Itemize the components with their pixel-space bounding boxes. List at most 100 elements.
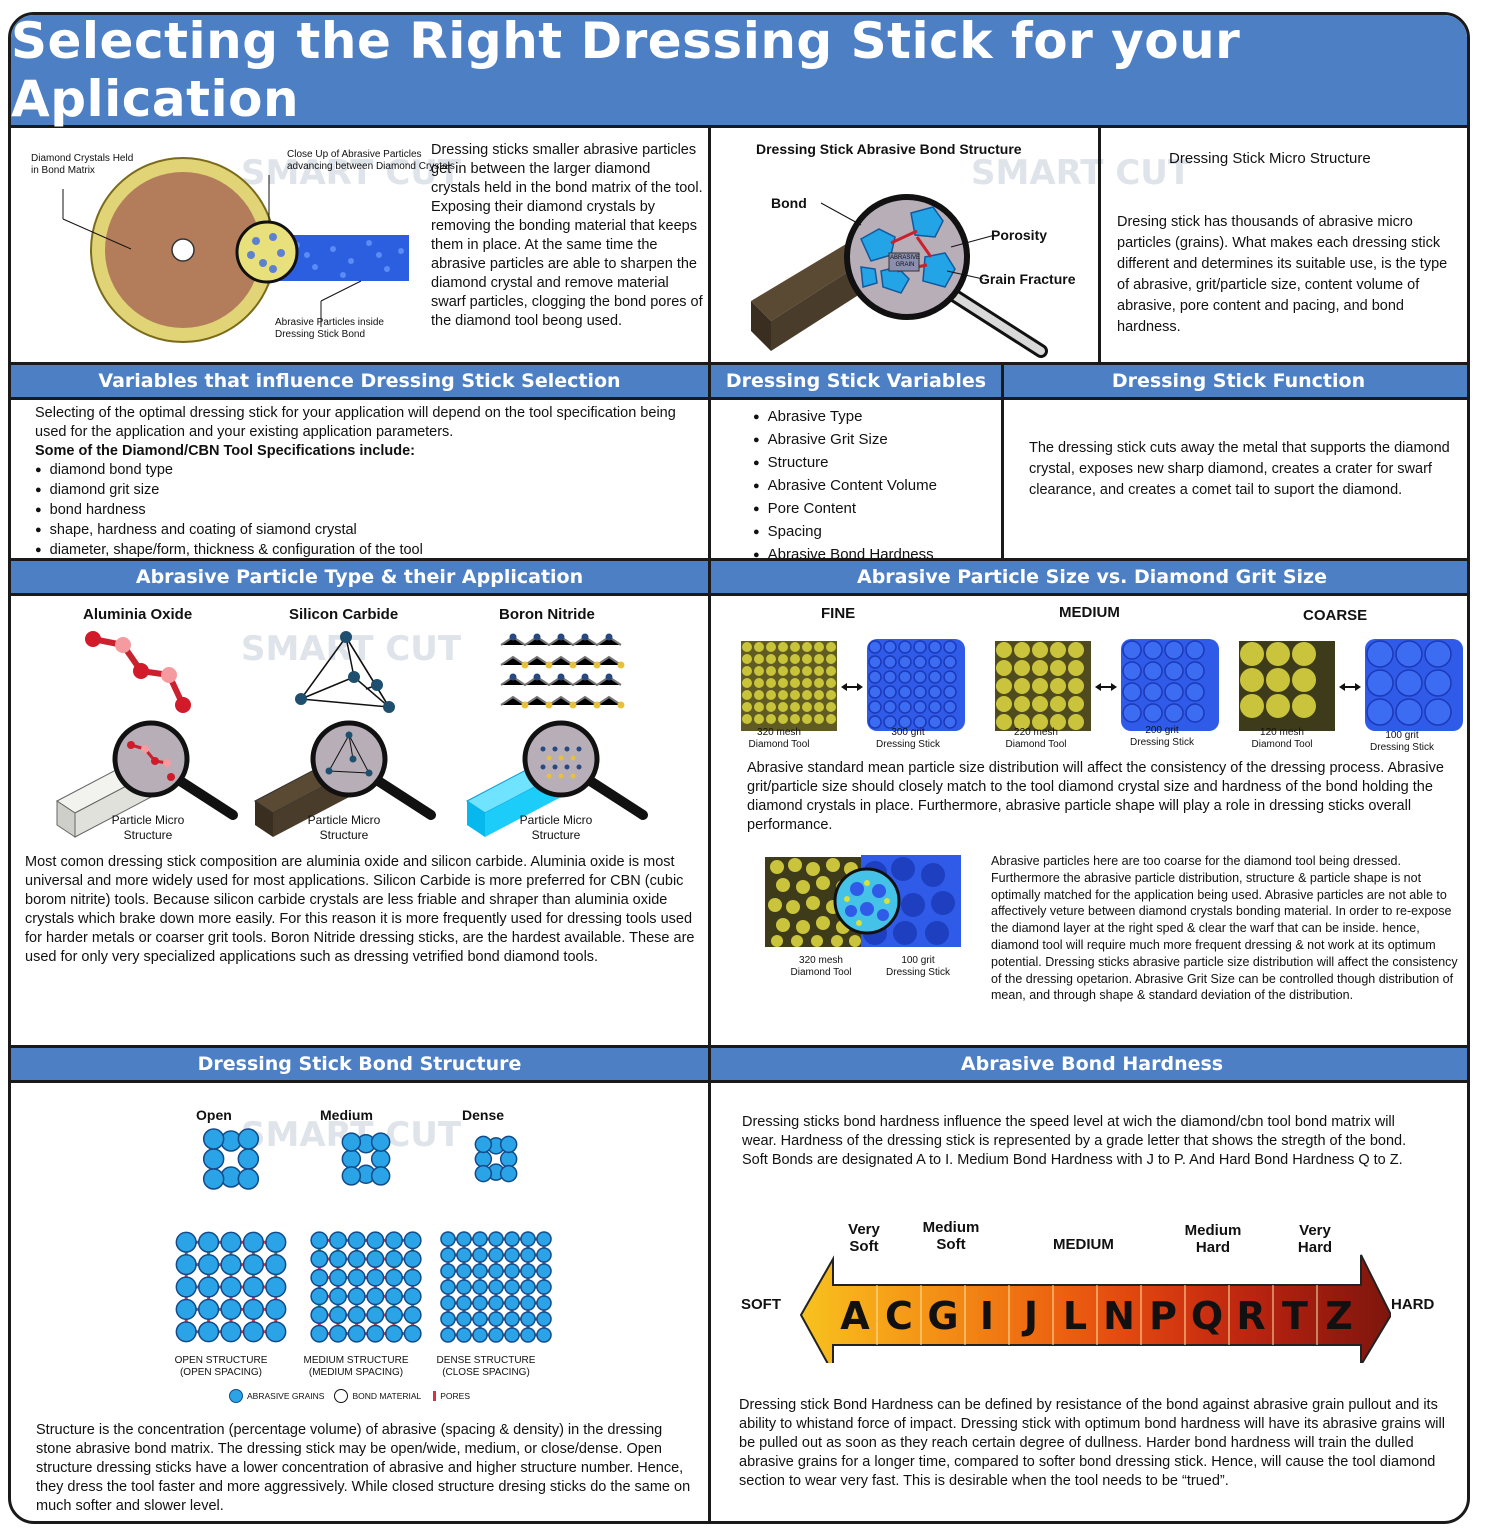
magnifier-diagram <box>751 194 1048 358</box>
grain <box>520 1327 536 1343</box>
grain <box>265 1298 287 1321</box>
list-item: Pore Content <box>753 498 993 521</box>
grain <box>536 1279 552 1295</box>
hardness-text-bottom: Dressing stick Bond Hardness can be defi… <box>739 1397 1445 1489</box>
tool-mesh: 120 mesh <box>1260 727 1304 738</box>
diamond-dot <box>826 714 836 724</box>
grain <box>403 1268 422 1287</box>
caption-main: MEDIUM STRUCTURE <box>303 1355 409 1366</box>
abrasive-dot <box>928 715 942 729</box>
watermark: SMART CUT <box>241 153 462 193</box>
diamond-dot <box>1292 694 1316 718</box>
caption-sub: (OPEN SPACING) <box>179 1367 263 1378</box>
diamond-dot <box>1050 714 1066 730</box>
grain <box>440 1311 456 1327</box>
tool-mesh: 320 mesh <box>799 955 843 966</box>
grain <box>474 1150 493 1168</box>
grain <box>220 1321 242 1343</box>
abrasive-dot <box>883 670 897 684</box>
abrasive-dot <box>1143 682 1163 702</box>
intro-text: Dressing sticks smaller abrasive particl… <box>431 142 703 329</box>
grain <box>403 1324 422 1343</box>
grain <box>175 1231 197 1253</box>
grain <box>456 1327 472 1343</box>
grain <box>474 1164 493 1183</box>
arrow-head <box>1355 683 1361 691</box>
abrasive-dot <box>1424 698 1452 726</box>
abrasive-dot <box>928 685 942 699</box>
diamond-dot <box>742 714 752 724</box>
abrasive-dot <box>1366 640 1394 668</box>
diamond-dot <box>802 642 812 652</box>
diamond-dot <box>996 714 1012 730</box>
grain <box>197 1231 220 1253</box>
grain <box>440 1247 456 1263</box>
abrasive-dot <box>1424 640 1452 668</box>
structure-label: Open <box>196 1107 232 1123</box>
structure-label: Medium <box>320 1107 373 1123</box>
diamond-dot <box>778 714 788 724</box>
pore-icon <box>433 1391 437 1401</box>
divider <box>1001 365 1004 560</box>
spec-list: diamond bond type diamond grit size bond… <box>35 461 695 561</box>
grain <box>237 1148 260 1170</box>
diamond-dot <box>802 678 812 688</box>
grain <box>310 1231 329 1250</box>
bond-hardness-header: Abrasive Bond Hardness <box>711 1048 1467 1080</box>
stick-function-header: Dressing Stick Function <box>1004 365 1467 397</box>
particle-type-header: Abrasive Particle Type & their Applicati… <box>11 561 708 593</box>
abrasive-dot <box>1395 698 1423 726</box>
diamond-dot <box>790 666 800 676</box>
stick-sub: Dressing Stick <box>876 739 940 750</box>
grain <box>329 1324 347 1343</box>
grain <box>370 1132 391 1152</box>
grain <box>520 1247 536 1263</box>
grade-letter: L <box>1063 1294 1087 1338</box>
structure-legend: ABRASIVE GRAINS BOND MATERIAL PORES <box>229 1389 470 1403</box>
grain <box>265 1276 287 1298</box>
variables-influence-header: Variables that influence Dressing Stick … <box>11 365 708 397</box>
diamond-dot <box>802 714 812 724</box>
abrasive-dot <box>913 670 927 684</box>
scale-label-2: Hard <box>1297 1239 1333 1256</box>
diamond-dot <box>802 690 812 700</box>
diamond-dot <box>754 714 764 724</box>
divider <box>1098 128 1101 365</box>
diamond-dot <box>1050 642 1066 658</box>
structure-sample-2 <box>440 1135 552 1343</box>
grain <box>341 1149 362 1169</box>
grain <box>536 1247 552 1263</box>
grain <box>329 1250 347 1268</box>
grain <box>310 1268 329 1287</box>
grain <box>237 1128 260 1150</box>
abrasive-dot <box>883 640 897 654</box>
label-abrasive-grain: ABRASIVE GRAIN <box>889 255 920 268</box>
grain <box>265 1253 287 1276</box>
bond-structure-title: Dressing Stick Abrasive Bond Structure <box>756 141 1022 157</box>
diamond-dot <box>996 660 1012 676</box>
grain <box>310 1287 329 1306</box>
diamond-dot <box>742 702 752 712</box>
grain <box>197 1321 220 1343</box>
abrasive-dot <box>943 655 957 669</box>
mismatch-text: Abrasive particles here are too coarse f… <box>991 854 1458 1003</box>
grain <box>385 1287 403 1306</box>
diamond-dot <box>996 678 1012 694</box>
grain <box>366 1306 385 1324</box>
grain <box>242 1321 265 1343</box>
diamond-dot <box>778 642 788 652</box>
diamond-dot <box>1266 694 1290 718</box>
grain <box>499 1164 518 1183</box>
abrasive-dot <box>1143 703 1163 723</box>
diamond-dot <box>802 654 812 664</box>
structure-caption: MEDIUM STRUCTURE(MEDIUM SPACING) <box>296 1355 416 1379</box>
diamond-dot <box>1050 696 1066 712</box>
grinding-wheel-diagram <box>62 157 409 343</box>
grain <box>403 1306 422 1324</box>
list-item: Abrasive Bond Hardness <box>753 544 993 567</box>
diamond-dot <box>778 690 788 700</box>
grain <box>265 1321 287 1343</box>
list-item: Abrasive Content Volume <box>753 475 993 498</box>
